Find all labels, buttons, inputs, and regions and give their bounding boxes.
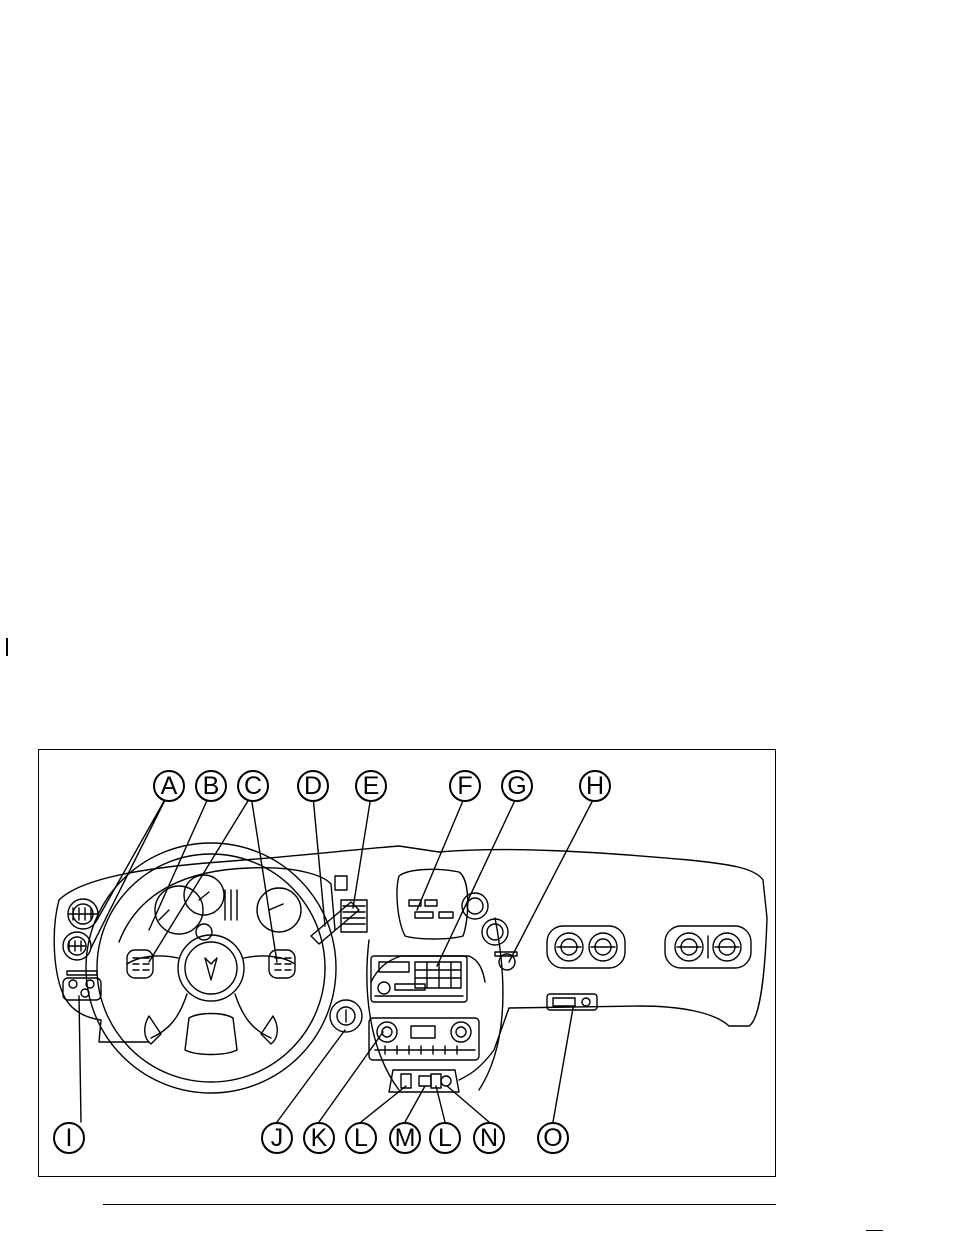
footer-rule [103, 1204, 776, 1205]
callout-h: H [579, 770, 611, 802]
callout-b: B [195, 770, 227, 802]
callout-l-left: L [345, 1122, 377, 1154]
instrument-panel-drawing [39, 750, 776, 1177]
callout-a: A [153, 770, 185, 802]
callout-j: J [261, 1122, 293, 1154]
callout-i: I [53, 1122, 85, 1154]
instrument-panel-figure: A B C D E F G H I J K L M L N O [38, 749, 776, 1177]
callout-g: G [501, 770, 533, 802]
callout-c: C [237, 770, 269, 802]
callout-k: K [303, 1122, 335, 1154]
callout-l-right: L [429, 1122, 461, 1154]
callout-n: N [473, 1122, 505, 1154]
callout-o: O [537, 1122, 569, 1154]
page-number-mark [866, 1230, 883, 1231]
callout-m: M [389, 1122, 421, 1154]
callout-f: F [449, 770, 481, 802]
callout-d: D [297, 770, 329, 802]
callout-e: E [355, 770, 387, 802]
revision-bar [6, 638, 8, 656]
